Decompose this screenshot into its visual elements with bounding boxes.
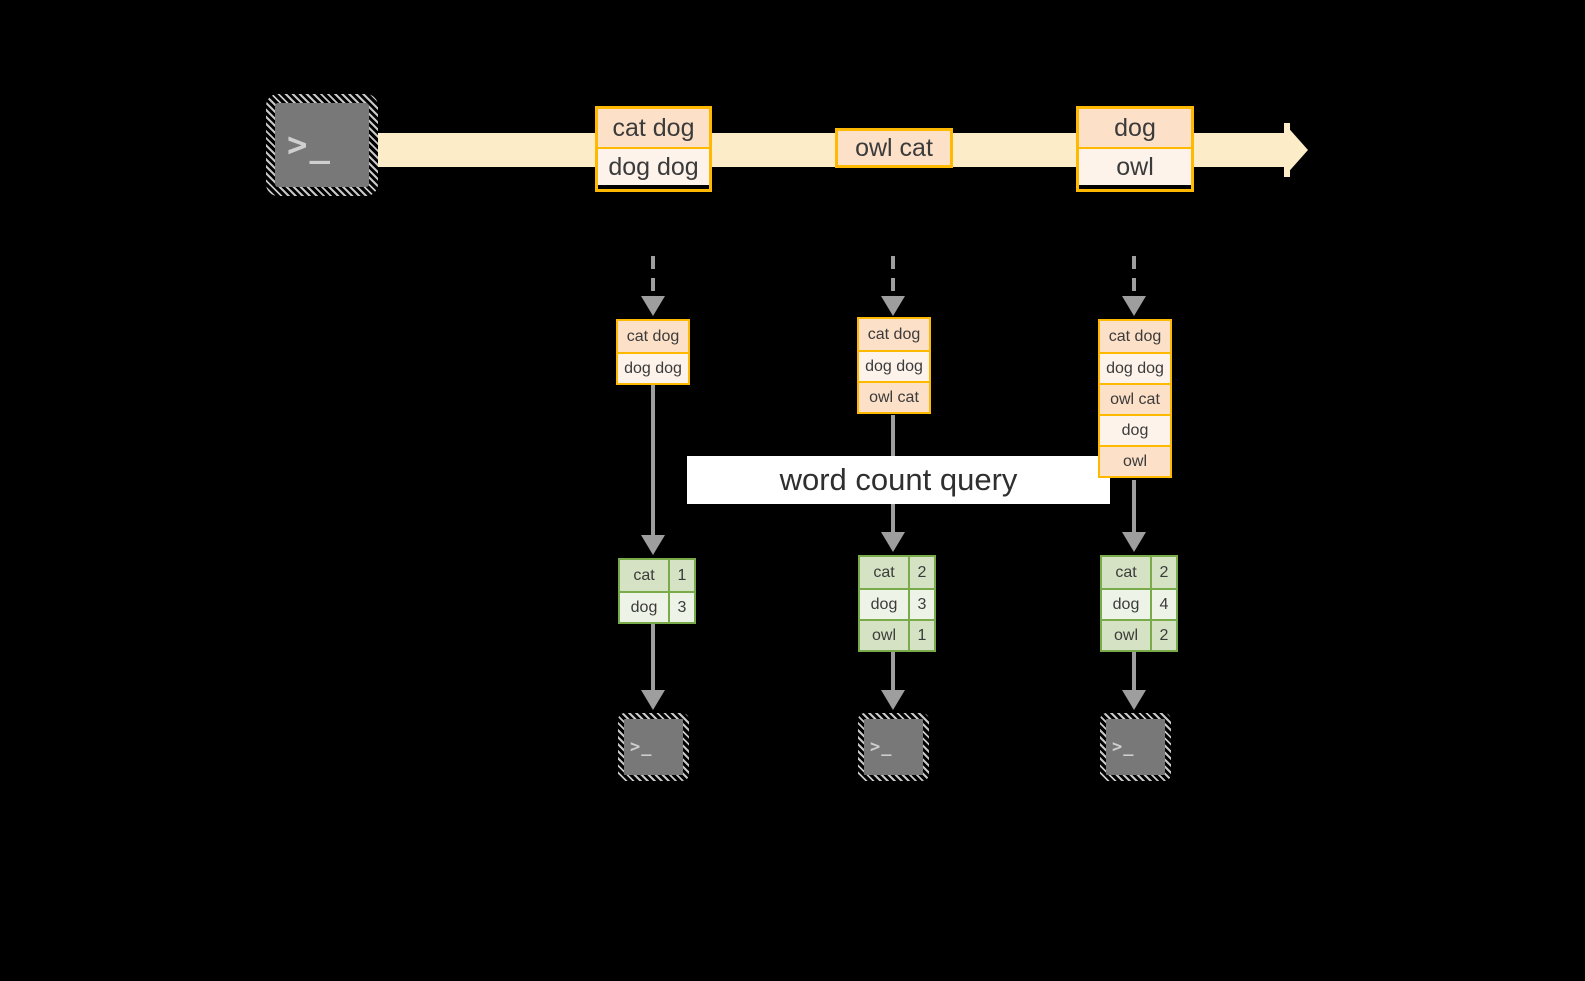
state-row: dog dog	[859, 350, 929, 381]
arrow-down-icon	[1122, 532, 1146, 552]
stream-record-line: dog	[1079, 109, 1191, 147]
query-label-band: word count query	[687, 456, 1110, 504]
state-table-2: cat dog dog dog owl cat	[857, 317, 931, 414]
result-count: 3	[908, 590, 934, 619]
result-word: dog	[620, 593, 668, 622]
result-word: cat	[1102, 557, 1150, 588]
state-table-1: cat dog dog dog	[616, 319, 690, 385]
state-row: cat dog	[859, 319, 929, 350]
result-word: dog	[1102, 590, 1150, 619]
arrow-down-icon	[881, 296, 905, 316]
arrow-down-icon	[641, 296, 665, 316]
source-terminal-icon[interactable]: >_	[266, 94, 378, 196]
stream-to-state-connector-3	[1132, 256, 1136, 300]
terminal-prompt-glyph: >_	[287, 125, 332, 165]
sink-terminal-icon-1[interactable]: >_	[618, 713, 689, 781]
result-count: 1	[668, 560, 694, 591]
state-to-result-connector-3	[1132, 480, 1136, 537]
stream-record-line: cat dog	[598, 109, 709, 147]
stream-record-line: owl	[1079, 147, 1191, 185]
arrow-right-icon	[1284, 123, 1308, 177]
state-row: dog dog	[618, 352, 688, 383]
result-count: 2	[1150, 621, 1176, 650]
state-row: dog	[1100, 414, 1170, 445]
table-row: dog 3	[620, 591, 694, 622]
arrow-down-icon	[1122, 296, 1146, 316]
state-row: cat dog	[618, 321, 688, 352]
table-row: owl 1	[860, 619, 934, 650]
state-to-result-connector-1	[651, 385, 655, 540]
stream-record-group-1: cat dog dog dog	[595, 106, 712, 192]
stream-record-group-3: dog owl	[1076, 106, 1194, 192]
result-to-sink-connector-2	[891, 652, 895, 692]
result-word: cat	[620, 560, 668, 591]
arrow-down-icon	[641, 690, 665, 710]
table-row: cat 2	[1102, 557, 1176, 588]
query-label-text: word count query	[779, 462, 1018, 497]
state-row: owl	[1100, 445, 1170, 476]
table-row: cat 1	[620, 560, 694, 591]
terminal-prompt-glyph: >_	[630, 736, 653, 757]
result-word: owl	[1102, 621, 1150, 650]
result-table-2: cat 2 dog 3 owl 1	[858, 555, 936, 652]
result-count: 3	[668, 593, 694, 622]
stream-record-line: owl cat	[838, 131, 950, 165]
table-row: dog 4	[1102, 588, 1176, 619]
result-count: 2	[908, 557, 934, 588]
terminal-prompt-glyph: >_	[870, 736, 893, 757]
result-word: dog	[860, 590, 908, 619]
stream-record-line: dog dog	[598, 147, 709, 185]
arrow-down-icon	[881, 690, 905, 710]
result-to-sink-connector-3	[1132, 652, 1136, 692]
state-table-3: cat dog dog dog owl cat dog owl	[1098, 319, 1172, 478]
sink-terminal-icon-3[interactable]: >_	[1100, 713, 1171, 781]
stream-to-state-connector-2	[891, 256, 895, 300]
result-table-1: cat 1 dog 3	[618, 558, 696, 624]
arrow-down-icon	[1122, 690, 1146, 710]
result-count: 2	[1150, 557, 1176, 588]
arrow-down-icon	[641, 535, 665, 555]
state-row: dog dog	[1100, 352, 1170, 383]
sink-terminal-icon-2[interactable]: >_	[858, 713, 929, 781]
arrow-down-icon	[881, 532, 905, 552]
table-row: dog 3	[860, 588, 934, 619]
state-row: owl cat	[1100, 383, 1170, 414]
state-row: owl cat	[859, 381, 929, 412]
result-word: cat	[860, 557, 908, 588]
terminal-prompt-glyph: >_	[1112, 736, 1135, 757]
table-row: owl 2	[1102, 619, 1176, 650]
table-row: cat 2	[860, 557, 934, 588]
result-count: 4	[1150, 590, 1176, 619]
result-table-3: cat 2 dog 4 owl 2	[1100, 555, 1178, 652]
result-to-sink-connector-1	[651, 623, 655, 693]
result-count: 1	[908, 621, 934, 650]
result-word: owl	[860, 621, 908, 650]
stream-record-group-2: owl cat	[835, 128, 953, 168]
stream-to-state-connector-1	[651, 256, 655, 300]
state-row: cat dog	[1100, 321, 1170, 352]
